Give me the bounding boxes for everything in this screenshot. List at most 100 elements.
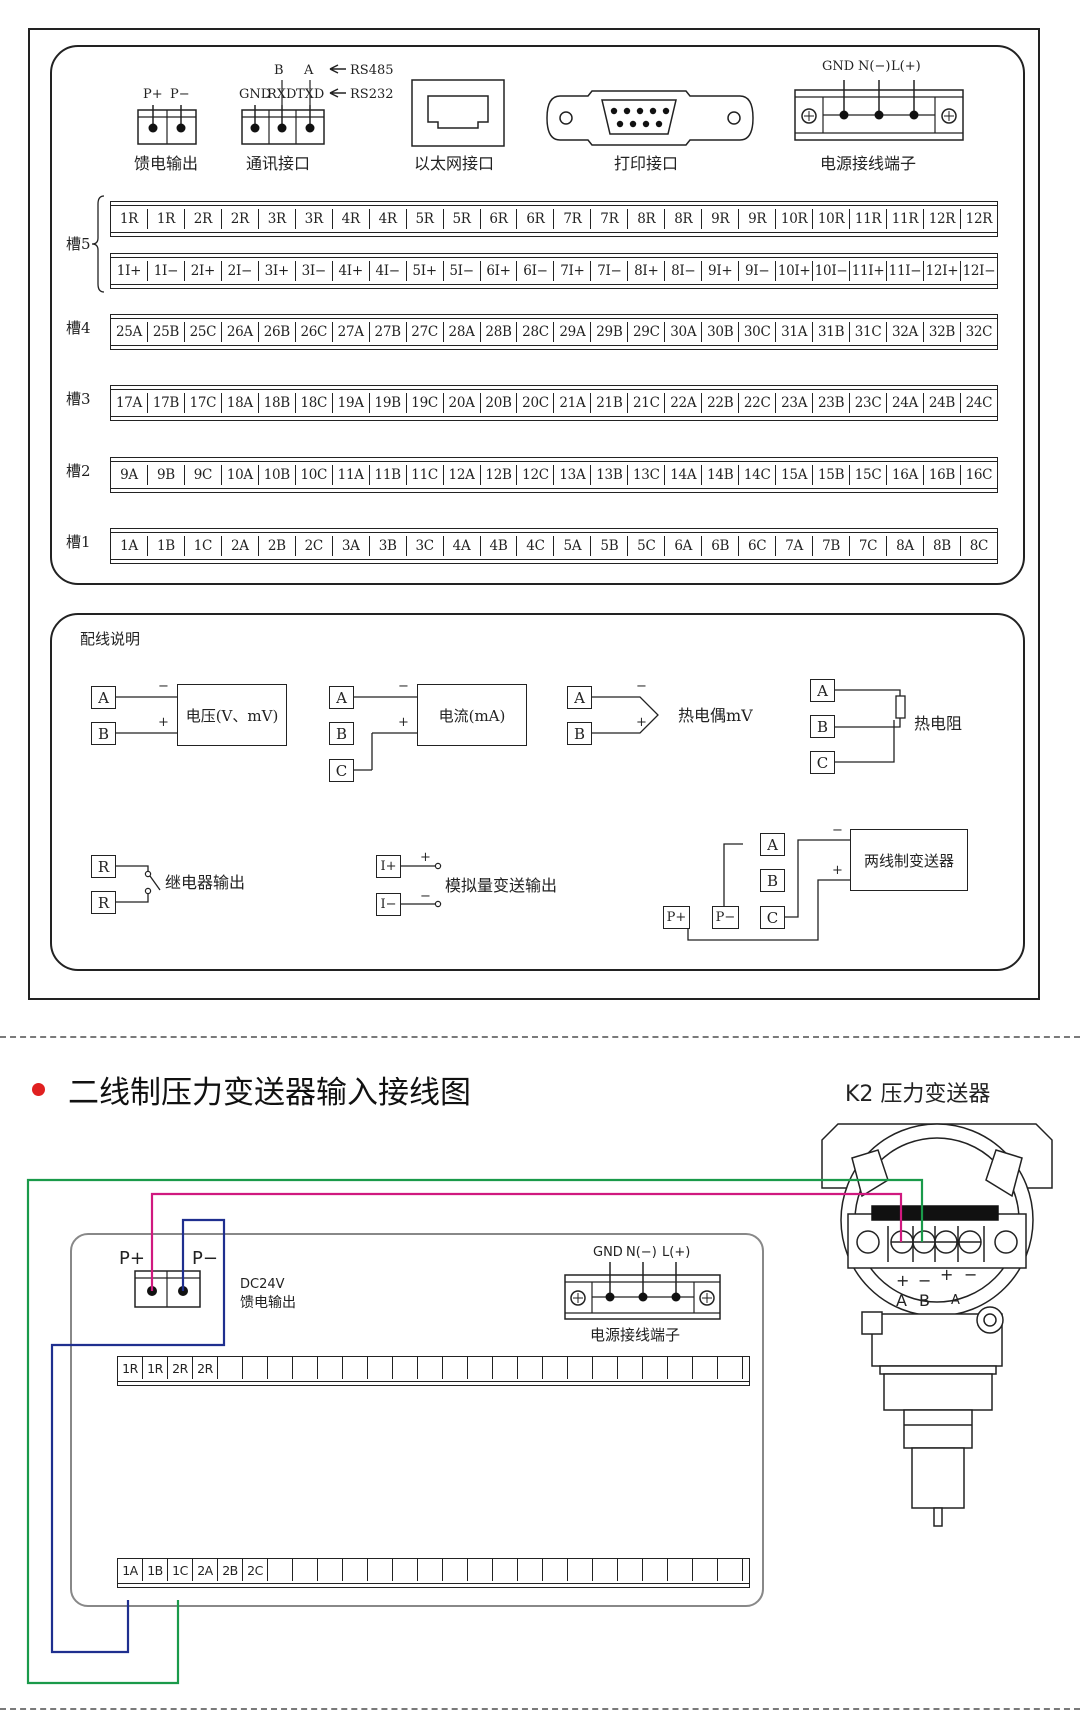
terminal-cell: 23C — [849, 393, 886, 413]
power-terminal-icon — [794, 80, 964, 141]
terminal-cell — [643, 1357, 668, 1379]
terminal-cell: 26B — [257, 322, 295, 342]
terminal-cell: 25A — [115, 324, 142, 340]
terminal-cell — [518, 1357, 543, 1379]
slot4-label: 槽4 — [66, 319, 91, 337]
tx-plus2: + — [940, 1265, 954, 1284]
terminal-cell — [568, 1357, 593, 1379]
terminal-cell: 8A — [886, 536, 923, 556]
terminal-cell: 4I− — [368, 261, 406, 281]
terminal-cell: 25B — [146, 322, 184, 342]
dc24v-label: DC24V — [240, 1277, 285, 1292]
terminal-cell: 12I− — [959, 261, 997, 281]
terminal-cell: 19B — [368, 393, 406, 413]
terminal-cell — [593, 1357, 618, 1379]
terminal-cell: 19C — [405, 393, 443, 413]
terminal-cell: 13A — [553, 465, 590, 485]
terminal-cell: 24C — [959, 393, 997, 413]
terminal-cell: 18B — [257, 393, 295, 413]
rtd-b-terminal: B — [810, 715, 835, 738]
terminal-cell: 16A — [886, 465, 923, 485]
tc-label: 热电偶mV — [678, 706, 753, 725]
sec2-p-minus-label: P− — [192, 1248, 218, 1269]
terminal-cell: 15C — [849, 465, 886, 485]
terminal-cell: 5B — [590, 536, 627, 556]
terminal-cell: 28B — [479, 322, 517, 342]
comm-gnd-label: GND — [239, 87, 272, 102]
terminal-cell: 17A — [115, 395, 142, 411]
terminal-cell — [343, 1559, 368, 1581]
terminal-cell: 22B — [701, 393, 738, 413]
slot1-label: 槽1 — [66, 533, 91, 551]
wiring-title: 配线说明 — [80, 630, 141, 648]
terminal-cell: 7R — [553, 209, 590, 229]
terminal-cell: 16B — [922, 465, 960, 485]
terminal-cell: 1R — [143, 1357, 168, 1379]
terminal-cell: 25C — [183, 322, 221, 342]
terminal-cell: 12C — [516, 465, 553, 485]
terminal-cell: 8R — [664, 209, 701, 229]
terminal-cell: 5A — [553, 536, 590, 556]
terminal-cell: 15B — [812, 465, 849, 485]
terminal-cell: 10R — [775, 209, 812, 229]
terminal-cell: 6R — [479, 209, 517, 229]
terminal-cell: 20C — [516, 393, 553, 413]
terminal-cell: 5R — [442, 209, 480, 229]
terminal-cell: 27A — [331, 322, 369, 342]
voltage-plus: + — [158, 715, 169, 730]
tw-b-terminal: B — [760, 869, 785, 892]
terminal-cell: 12A — [442, 465, 480, 485]
rs232-label: RS232 — [350, 87, 394, 102]
terminal-cell: 10C — [294, 465, 332, 485]
current-device: 电流(mA) — [417, 684, 527, 746]
tw-p-minus-terminal: P− — [712, 906, 739, 929]
terminal-cell: 16C — [959, 465, 997, 485]
power-l-label: L(+) — [891, 59, 921, 74]
rtd-c-terminal: C — [810, 751, 835, 774]
analog-plus: + — [420, 850, 431, 865]
relay-label: 继电器输出 — [165, 873, 246, 892]
terminal-cell: 18A — [220, 393, 258, 413]
tc-plus: + — [636, 715, 647, 730]
green-wire — [26, 1178, 924, 1685]
terminal-cell: 1C — [183, 536, 221, 556]
terminal-cell: 3R — [294, 209, 332, 229]
terminal-cell — [243, 1357, 268, 1379]
terminal-cell — [543, 1357, 568, 1379]
terminal-cell: 1C — [168, 1559, 193, 1581]
terminal-cell: 12R — [922, 209, 960, 229]
pressure-transmitter-icon — [821, 1123, 1053, 1527]
terminal-cell: 13B — [590, 465, 627, 485]
terminal-cell: 5R — [405, 209, 443, 229]
terminal-cell: 1R — [146, 209, 184, 229]
terminal-cell: 10I+ — [775, 261, 812, 281]
terminal-cell: 27C — [405, 322, 443, 342]
terminal-cell: 9C — [183, 465, 221, 485]
terminal-cell: 22C — [738, 393, 775, 413]
terminal-cell: 12B — [479, 465, 517, 485]
terminal-cell: 30A — [664, 322, 701, 342]
terminal-cell: 10I− — [812, 261, 849, 281]
feed-output-label: 馈电输出 — [134, 154, 199, 173]
terminal-cell — [393, 1357, 418, 1379]
divider-top — [0, 1036, 1080, 1038]
power-terminal-label: 电源接线端子 — [820, 154, 917, 173]
terminal-cell: 2R — [193, 1357, 218, 1379]
terminal-cell: 2I− — [220, 261, 258, 281]
terminal-cell — [718, 1357, 743, 1379]
comm-connector-icon — [241, 64, 346, 145]
tx-minus1: − — [918, 1271, 932, 1290]
terminal-cell: 8I+ — [627, 261, 664, 281]
terminal-cell: 17B — [146, 393, 184, 413]
terminal-cell: 2A — [193, 1559, 218, 1581]
analog-iminus-terminal: I− — [376, 893, 401, 916]
current-plus: + — [398, 715, 409, 730]
analog-minus: − — [420, 889, 431, 904]
terminal-cell: 5C — [627, 536, 664, 556]
voltage-b-terminal: B — [91, 722, 116, 745]
terminal-cell: 9R — [701, 209, 738, 229]
terminal-cell — [268, 1357, 293, 1379]
comm-b-label: B — [274, 63, 284, 78]
